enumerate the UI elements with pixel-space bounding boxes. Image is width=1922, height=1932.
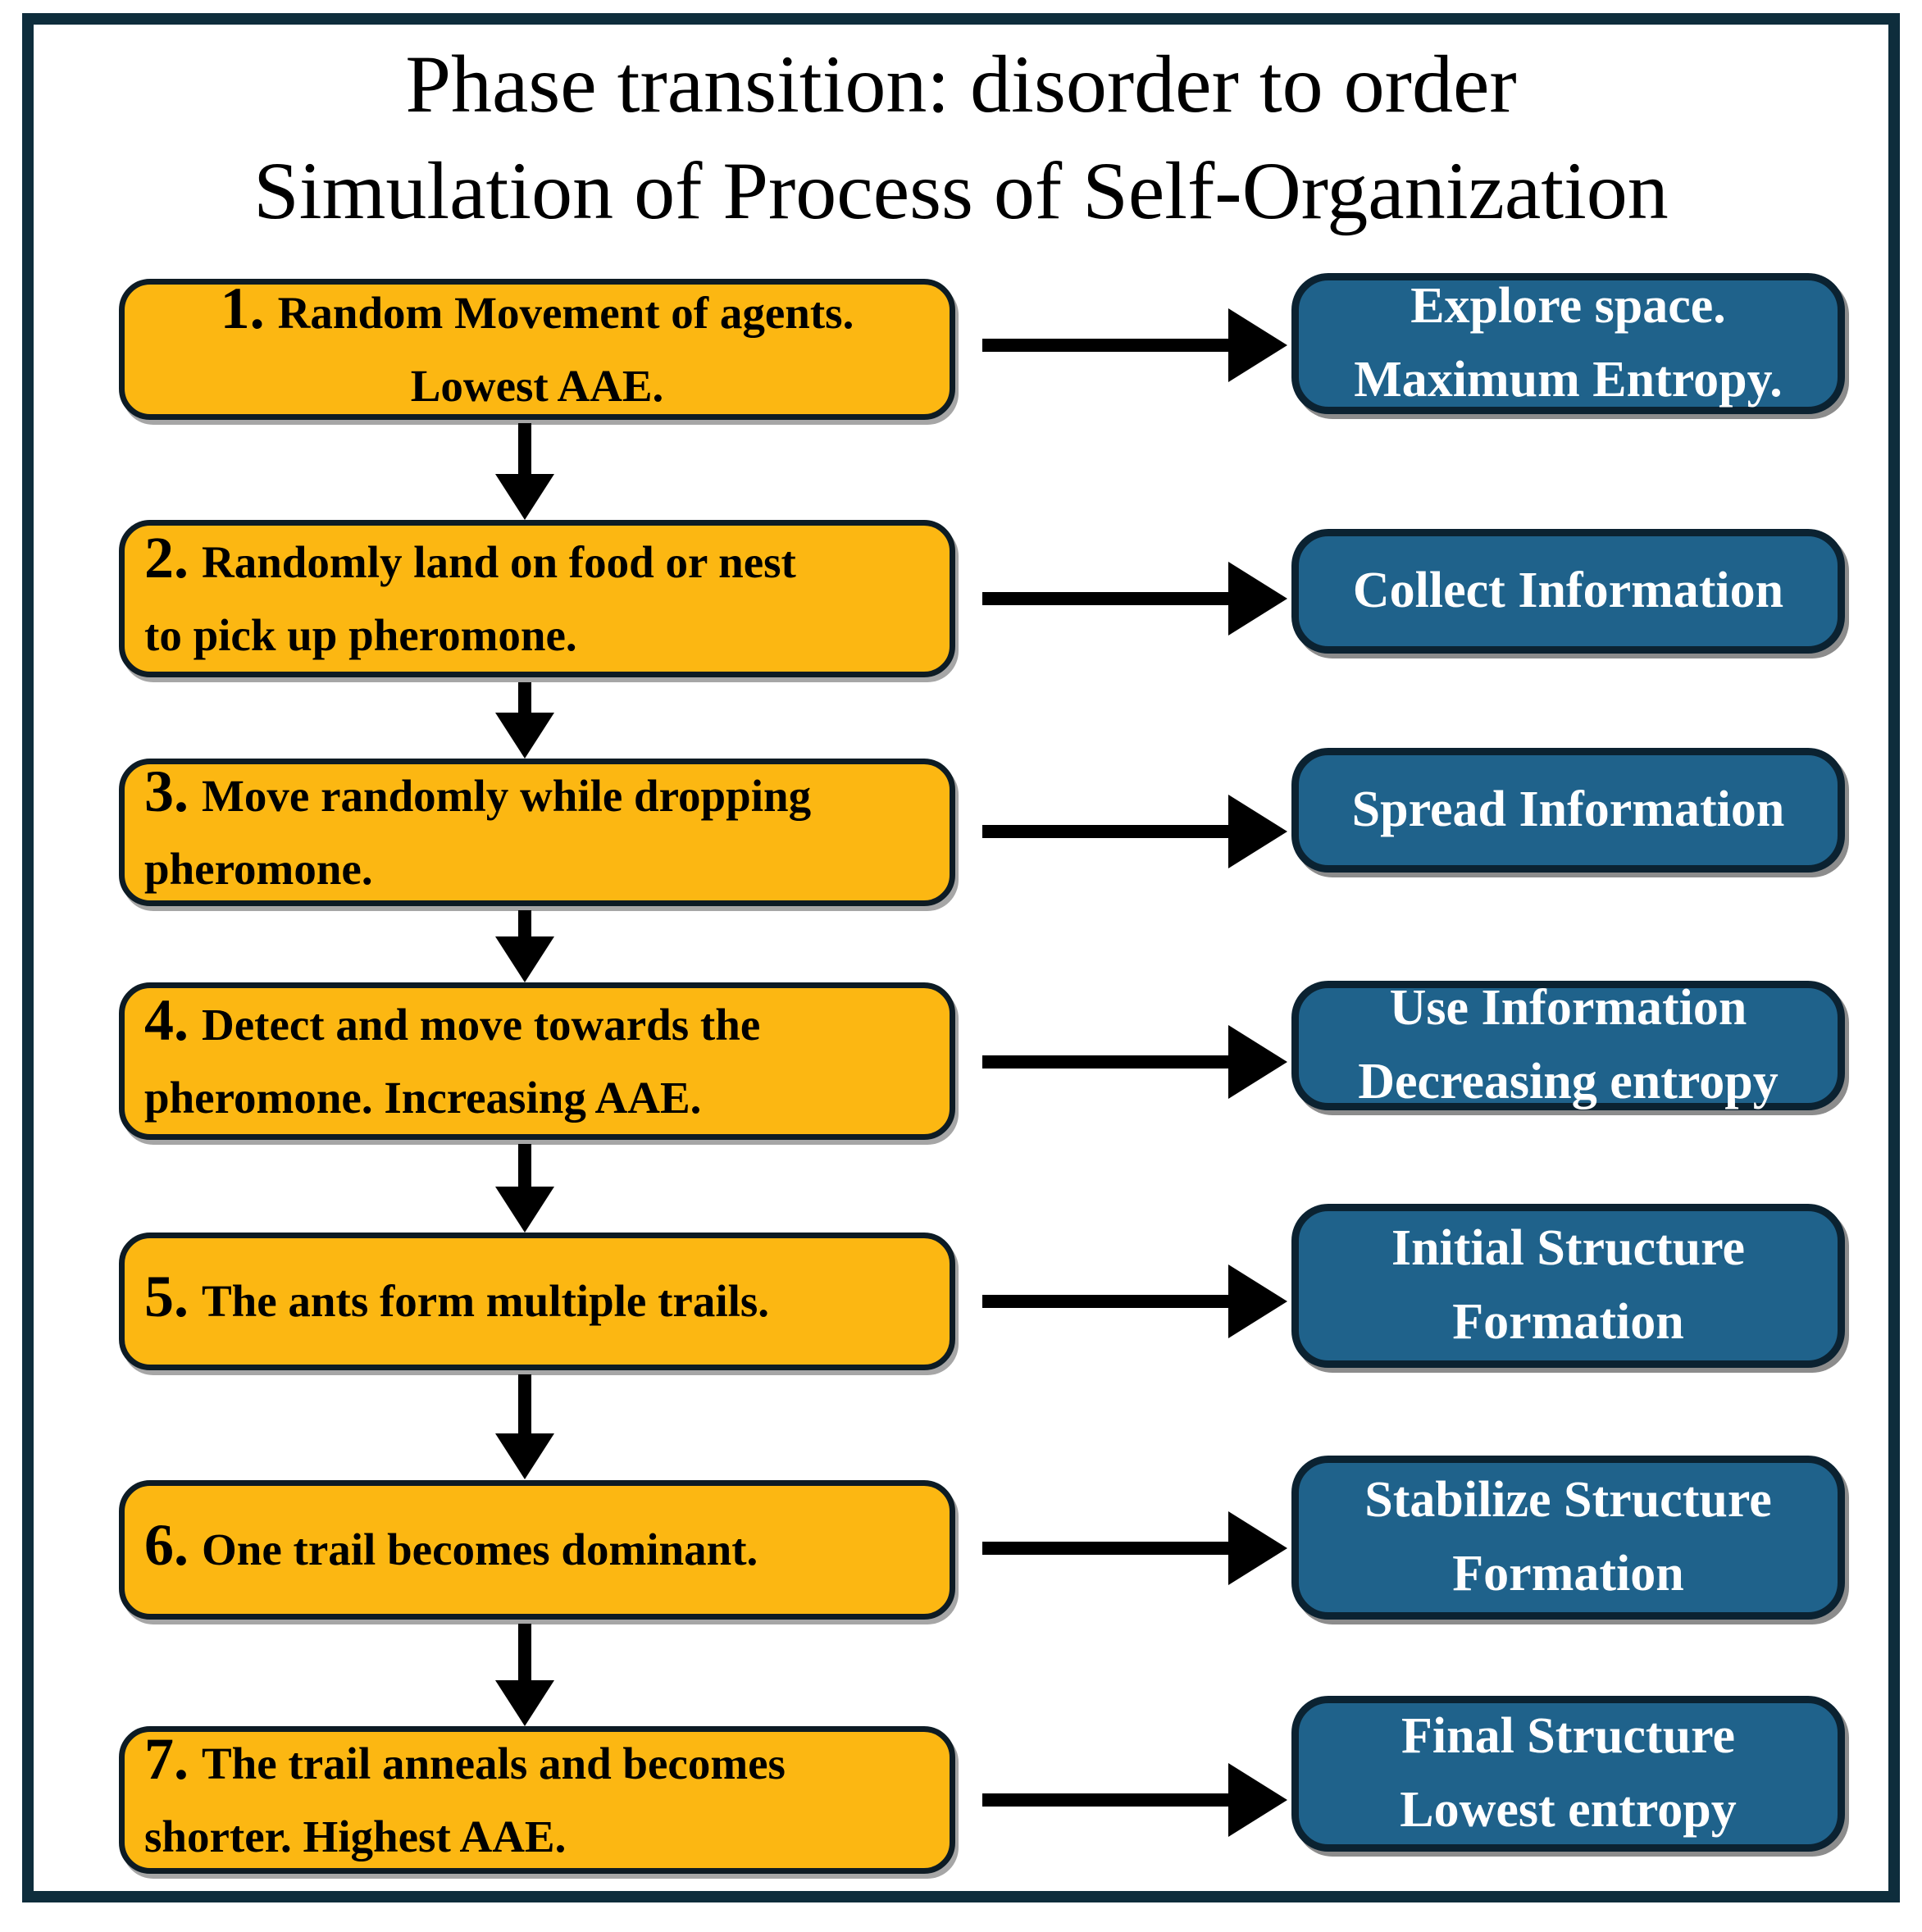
- right-arrow-icon: [982, 1025, 1287, 1099]
- down-arrow-icon: [495, 423, 554, 520]
- step-number-5: 5.: [144, 1264, 189, 1330]
- step-text-2: 2.Randomly land on food or nest to pick …: [144, 524, 796, 660]
- right-arrow-icon: [982, 795, 1287, 868]
- step-text-6: 6.One trail becomes dominant.: [144, 1512, 758, 1579]
- title-line-2: Simulation of Process of Self-Organizati…: [253, 145, 1669, 236]
- down-arrow-icon: [495, 1624, 554, 1726]
- step-box-1: 1.Random Movement of agents. Lowest AAE.: [119, 279, 955, 420]
- step-text-1: 1.Random Movement of agents. Lowest AAE.: [220, 275, 854, 411]
- step-text-7: 7.The trail anneals and becomes shorter.…: [144, 1725, 786, 1861]
- right-arrow-icon: [982, 562, 1287, 636]
- step-box-5: 5.The ants form multiple trails.: [119, 1233, 955, 1370]
- outcome-text-7: Final Structure Lowest entropy: [1400, 1708, 1737, 1838]
- right-arrow-icon: [982, 1511, 1287, 1585]
- outcome-box-2: Collect Information: [1291, 529, 1845, 654]
- down-arrow-icon: [495, 1144, 554, 1233]
- step-box-2: 2.Randomly land on food or nest to pick …: [119, 520, 955, 677]
- title-line-1: Phase transition: disorder to order: [405, 39, 1517, 130]
- outcome-box-3: Spread Information: [1291, 748, 1845, 873]
- outcome-text-2: Collect Information: [1352, 563, 1784, 619]
- outcome-box-6: Stabilize Structure Formation: [1291, 1456, 1845, 1620]
- right-arrow-icon: [982, 308, 1287, 382]
- step-number-1: 1.: [220, 275, 265, 341]
- step-number-4: 4.: [144, 987, 189, 1053]
- step-number-2: 2.: [144, 524, 189, 590]
- step-text-4: 4.Detect and move towards the pheromone.…: [144, 987, 761, 1123]
- outcome-box-7: Final Structure Lowest entropy: [1291, 1696, 1845, 1852]
- step-text-5: 5.The ants form multiple trails.: [144, 1264, 770, 1330]
- outcome-box-1: Explore space. Maximum Entropy.: [1291, 273, 1845, 414]
- outcome-text-3: Spread Information: [1351, 781, 1785, 838]
- outcome-text-6: Stabilize Structure Formation: [1364, 1472, 1772, 1602]
- step-box-6: 6.One trail becomes dominant.: [119, 1480, 955, 1620]
- right-arrow-icon: [982, 1264, 1287, 1338]
- diagram-frame-border: [22, 13, 1900, 1902]
- outcome-text-4: Use Information Decreasing entropy: [1358, 980, 1779, 1110]
- down-arrow-icon: [495, 682, 554, 759]
- step-box-7: 7.The trail anneals and becomes shorter.…: [119, 1726, 955, 1874]
- down-arrow-icon: [495, 910, 554, 982]
- step-text-3: 3.Move randomly while dropping pheromone…: [144, 758, 812, 894]
- outcome-text-5: Initial Structure Formation: [1391, 1220, 1746, 1350]
- down-arrow-icon: [495, 1374, 554, 1479]
- step-number-7: 7.: [144, 1725, 189, 1792]
- step-box-3: 3.Move randomly while dropping pheromone…: [119, 759, 955, 906]
- outcome-box-4: Use Information Decreasing entropy: [1291, 980, 1845, 1110]
- step-box-4: 4.Detect and move towards the pheromone.…: [119, 982, 955, 1140]
- outcome-box-5: Initial Structure Formation: [1291, 1204, 1845, 1368]
- diagram-title: Phase transition: disorder to order Simu…: [22, 31, 1900, 244]
- step-number-6: 6.: [144, 1512, 189, 1579]
- step-number-3: 3.: [144, 758, 189, 824]
- right-arrow-icon: [982, 1763, 1287, 1837]
- outcome-text-1: Explore space. Maximum Entropy.: [1354, 278, 1783, 408]
